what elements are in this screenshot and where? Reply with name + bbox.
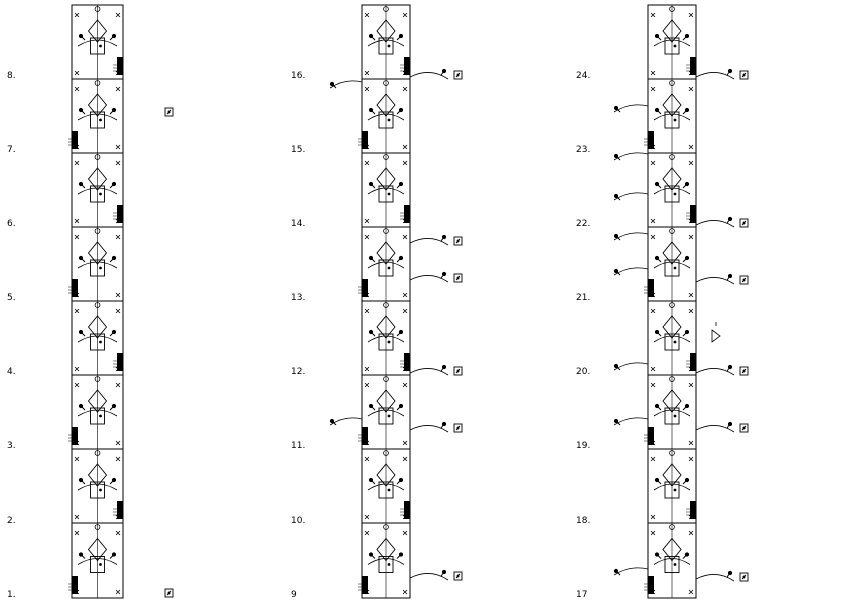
cell-symbols	[358, 80, 408, 150]
row-label: 6.	[7, 219, 16, 229]
cell-symbols	[650, 302, 696, 372]
cell-symbols	[358, 524, 408, 595]
row-label: 10.	[291, 516, 305, 526]
cell-symbols	[68, 80, 121, 150]
cell-symbols	[364, 450, 410, 520]
row-label: 1.	[7, 590, 16, 600]
row-label: 17	[576, 590, 587, 600]
row-label: 2.	[7, 516, 16, 526]
cell-symbols	[68, 524, 121, 595]
cell-symbols	[364, 302, 410, 372]
cell-symbols	[364, 154, 410, 224]
row-label: 9	[291, 590, 297, 600]
column-strip-2	[358, 4, 411, 599]
row-label: 5.	[7, 293, 16, 303]
column-strips	[68, 4, 749, 599]
row-label: 11.	[291, 441, 305, 451]
row-label: 18.	[576, 516, 590, 526]
cell-symbols	[650, 450, 696, 520]
column-strip-3	[644, 4, 697, 599]
cell-symbols	[74, 6, 123, 76]
row-label: 14.	[291, 219, 305, 229]
row-label: 7.	[7, 145, 16, 155]
row-label: 24.	[576, 71, 590, 81]
cell-symbols	[74, 450, 123, 520]
cell-symbols	[650, 6, 696, 76]
row-label: 20.	[576, 367, 590, 377]
row-label: 23.	[576, 145, 590, 155]
cell-symbols	[358, 376, 408, 446]
external-symbols	[164, 68, 749, 598]
row-label: 19.	[576, 441, 590, 451]
row-label: 22.	[576, 219, 590, 229]
row-labels: 8. 7. 6. 5. 4. 3. 2. 1. 16. 15. 14. 13. 12. 11. 10. 9 24…	[7, 71, 590, 600]
cell-symbols	[644, 376, 694, 446]
cell-symbols	[68, 376, 121, 446]
row-label: 12.	[291, 367, 305, 377]
cell-symbols	[74, 154, 123, 224]
cell-symbols	[68, 228, 121, 298]
cell-symbols	[364, 6, 410, 76]
cell-symbols	[644, 524, 694, 595]
row-label: 4.	[7, 367, 16, 377]
row-label: 15.	[291, 145, 305, 155]
column-strip-1	[68, 4, 124, 599]
row-label: 8.	[7, 71, 16, 81]
cell-symbols	[644, 80, 694, 150]
row-label: 3.	[7, 441, 16, 451]
row-label: 21.	[576, 293, 590, 303]
cell-symbols	[644, 228, 694, 298]
cell-symbols	[650, 154, 696, 224]
cell-symbols	[74, 302, 123, 372]
cell-symbols	[358, 228, 408, 298]
row-label: 13.	[291, 293, 305, 303]
triangle-mark	[711, 329, 721, 343]
row-label: 16.	[291, 71, 305, 81]
